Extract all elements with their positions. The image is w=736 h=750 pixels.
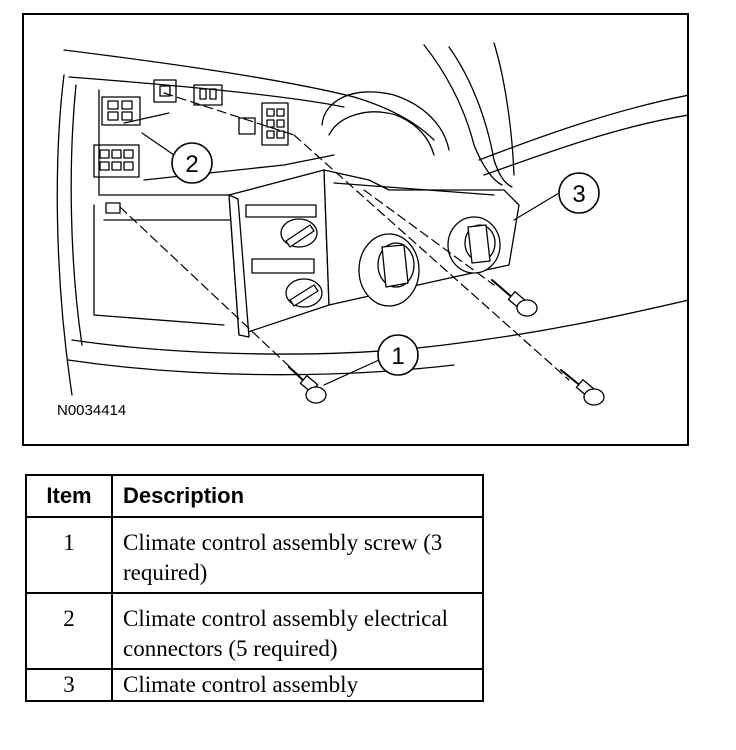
screw-group (288, 279, 605, 406)
dash-top-contour (63, 49, 435, 141)
table-row: 3 Climate control assembly (25, 668, 484, 702)
trim-curve-1 (423, 44, 503, 186)
item-number: 3 (25, 668, 113, 702)
control-panel (228, 169, 520, 338)
item-number: 2 (25, 592, 113, 670)
vent-opening (321, 91, 450, 151)
callout-2: 2 (171, 142, 213, 184)
item-description: Climate control assembly screw (3 requir… (111, 516, 484, 594)
trim-curve-3 (493, 42, 515, 176)
item-description: Climate control assembly (111, 668, 484, 702)
dash-lower-contour (71, 299, 687, 355)
parts-table: Item Description 1 Climate control assem… (25, 474, 484, 702)
item-number: 1 (25, 516, 113, 594)
trim-line-1 (478, 94, 687, 161)
callout-1: 1 (377, 334, 419, 376)
dash-left-contour (56, 74, 73, 396)
table-header-row: Item Description (25, 474, 484, 518)
svg-text:2: 2 (185, 151, 198, 178)
item-column-header: Item (25, 474, 113, 518)
item-description: Climate control assembly electrical conn… (111, 592, 484, 670)
svg-text:1: 1 (391, 343, 404, 370)
climate-control-drawing: 1 2 3 (56, 42, 687, 406)
dash-upper-edge (68, 76, 345, 108)
leader-lines (119, 92, 570, 386)
exploded-view-illustration: 1 2 3 N0034414 (22, 13, 689, 446)
connector-group (93, 79, 289, 214)
vent-opening-inner (328, 111, 435, 156)
description-column-header: Description (111, 474, 484, 518)
table-row: 2 Climate control assembly electrical co… (25, 592, 484, 670)
svg-text:3: 3 (572, 181, 585, 208)
figure-id-label: N0034414 (57, 402, 127, 419)
callout-3: 3 (558, 172, 600, 214)
trim-curve-2 (448, 46, 513, 188)
table-row: 1 Climate control assembly screw (3 requ… (25, 516, 484, 594)
trim-line-2 (483, 114, 687, 176)
cavity-frame-left (93, 204, 225, 326)
dash-left-inner-contour (70, 84, 83, 346)
